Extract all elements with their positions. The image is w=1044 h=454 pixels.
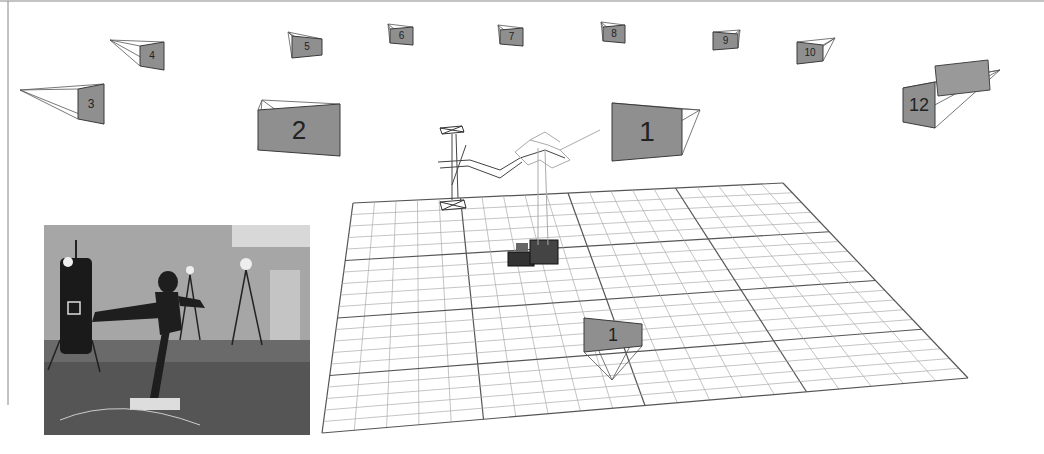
camera-number: 2 (258, 117, 340, 143)
camera-box: 2 (258, 104, 340, 156)
camera-box: 1 (584, 318, 642, 352)
camera-number: 4 (140, 51, 164, 61)
camera-number: 10 (797, 48, 823, 58)
camera-box: 12 (903, 82, 935, 128)
camera-number: 8 (603, 29, 625, 39)
camera-box: 10 (797, 42, 823, 64)
camera-box: 5 (292, 36, 322, 58)
camera-number: 9 (713, 36, 738, 46)
camera-number: 1 (584, 326, 642, 344)
camera-box: 8 (603, 25, 625, 43)
camera-number: 1 (612, 118, 682, 146)
camera-box: 9 (713, 32, 738, 50)
inset-photo (44, 225, 310, 435)
camera-box: 3 (78, 84, 104, 124)
camera-number: 5 (292, 42, 322, 52)
camera-number: 7 (500, 32, 523, 42)
camera-number: 6 (390, 31, 413, 41)
camera-number: 12 (903, 96, 935, 114)
camera-number: 3 (78, 98, 104, 110)
camera-box: 4 (140, 42, 164, 70)
camera-box: 1 (612, 103, 682, 161)
camera-box: 7 (500, 28, 523, 46)
camera-box: 6 (390, 27, 413, 45)
